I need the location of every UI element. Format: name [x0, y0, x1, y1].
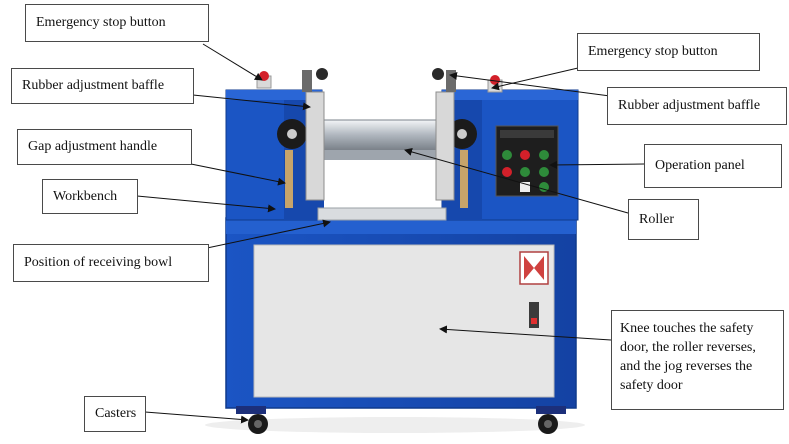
label-operation-panel: Operation panel	[644, 144, 782, 188]
label-rubber-baffle-right: Rubber adjustment baffle	[607, 87, 787, 125]
label-gap-handle: Gap adjustment handle	[17, 129, 192, 165]
operation-panel	[495, 125, 559, 197]
label-emergency-stop-left: Emergency stop button	[25, 4, 209, 42]
caster-wheels	[236, 406, 566, 434]
label-roller: Roller	[628, 199, 699, 240]
workbench-tray	[317, 207, 447, 221]
label-casters: Casters	[84, 396, 146, 432]
label-safety-door: Knee touches the safety door, the roller…	[611, 310, 784, 410]
label-receiving-bowl: Position of receiving bowl	[13, 244, 209, 282]
left-gap-handle	[256, 68, 328, 208]
floor-shadow	[205, 417, 585, 433]
label-emergency-stop-right: Emergency stop button	[577, 33, 760, 71]
safety-door	[253, 244, 555, 398]
roller	[317, 119, 449, 160]
label-workbench: Workbench	[42, 179, 138, 214]
label-rubber-baffle-left: Rubber adjustment baffle	[11, 68, 194, 104]
